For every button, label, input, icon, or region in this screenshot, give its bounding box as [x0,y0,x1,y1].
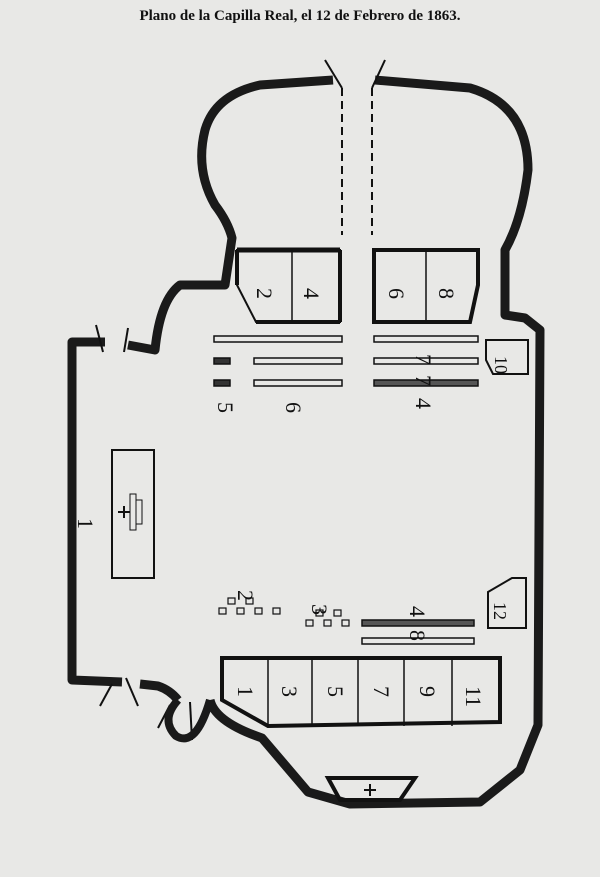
label-mid-right-a: 7 [411,354,436,365]
bottom-niche [324,776,419,802]
label-box-12: 12 [490,602,510,620]
benches-lower-right [361,619,475,645]
box-upper-left [235,247,342,324]
label-low-small-b: 3 [307,604,332,615]
box-10 [485,339,529,375]
label-bottom-9: 9 [415,686,440,697]
box-12 [487,577,527,629]
outer-wall [67,75,545,809]
label-bottom-7: 7 [369,686,394,697]
label-low-right-a: 4 [405,606,430,617]
label-upper-left-a: 2 [252,288,277,299]
label-bottom-1: 1 [233,686,258,697]
small-seats [218,597,350,627]
label-low-right-b: 8 [405,630,430,641]
label-altar: 1 [73,518,98,529]
label-upper-left-b: 4 [299,288,324,299]
label-mid-right-b: 7 [411,375,436,386]
label-mid-left-small: 5 [213,402,238,413]
box-upper-right [372,248,480,324]
bottom-seating [220,656,502,729]
label-bottom-3: 3 [277,686,302,697]
altar [111,449,155,579]
benches-middle [213,335,479,387]
label-low-small-a: 2 [233,590,258,601]
label-upper-right-b: 8 [434,288,459,299]
label-mid-center: 6 [281,402,306,413]
label-bottom-5: 5 [323,686,348,697]
label-upper-right-a: 6 [384,288,409,299]
label-box-10: 10 [491,356,511,374]
label-bottom-11: 11 [461,686,486,707]
page-title: Plano de la Capilla Real, el 12 de Febre… [139,8,461,24]
label-mid-right-c: 4 [411,398,436,409]
